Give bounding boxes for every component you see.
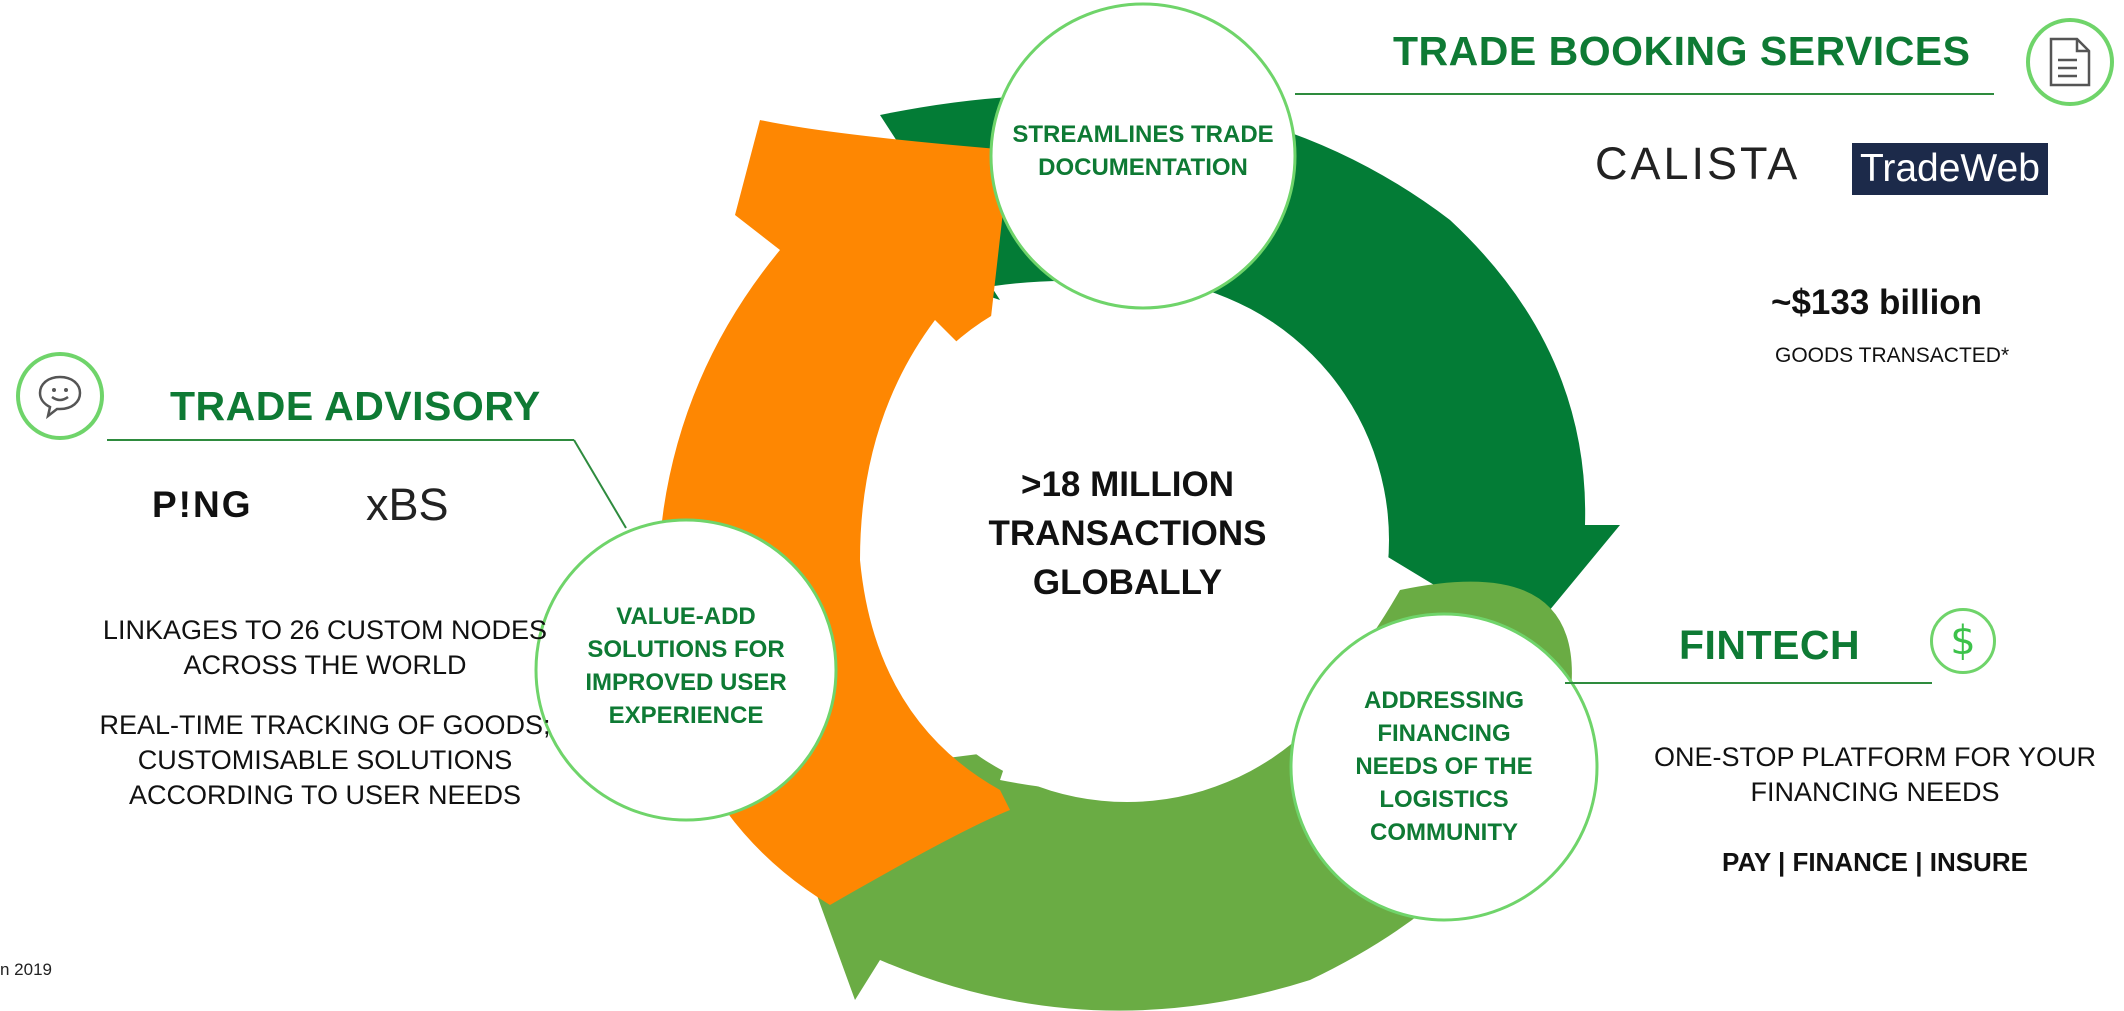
node-top-line-1: STREAMLINES TRADE bbox=[1012, 121, 1274, 148]
advisory-text-tracking: REAL-TIME TRACKING OF GOODS; CUSTOMISABL… bbox=[95, 708, 555, 813]
connector-left-d bbox=[573, 439, 627, 529]
trade-advisory-title: TRADE ADVISORY bbox=[170, 383, 541, 429]
center-stat: >18 MILLION TRANSACTIONS GLOBALLY bbox=[940, 460, 1315, 607]
node-right-line-4: LOGISTICS bbox=[1379, 786, 1509, 813]
node-left-line-4: EXPERIENCE bbox=[608, 702, 764, 729]
advisory-text-nodes-line-2: ACROSS THE WORLD bbox=[183, 650, 467, 680]
advisory-text-tracking-line-2: CUSTOMISABLE SOLUTIONS bbox=[137, 745, 513, 775]
advisory-text-tracking-line-1: REAL-TIME TRACKING OF GOODS; bbox=[99, 710, 551, 740]
xbs-logo: xBS bbox=[366, 479, 449, 530]
ping-logo: P!NG bbox=[152, 484, 253, 525]
calista-logo: CALISTA bbox=[1595, 138, 1801, 189]
node-circle-left bbox=[534, 518, 838, 822]
fintech-text: ONE-STOP PLATFORM FOR YOUR FINANCING NEE… bbox=[1640, 740, 2110, 810]
fintech-title: FINTECH bbox=[1679, 622, 1861, 668]
advisory-text-nodes: LINKAGES TO 26 CUSTOM NODES ACROSS THE W… bbox=[95, 613, 555, 683]
node-left-line-3: IMPROVED USER bbox=[585, 669, 787, 696]
fintech-text-line-2: FINANCING NEEDS bbox=[1750, 777, 2000, 807]
dollar-icon: $ bbox=[1930, 608, 1996, 674]
center-disc bbox=[865, 278, 1389, 802]
chat-bubble-icon bbox=[16, 352, 104, 440]
node-right-line-1: ADDRESSING bbox=[1363, 687, 1525, 714]
fintech-tagline: PAY | FINANCE | INSURE bbox=[1722, 847, 2028, 877]
node-circle-top bbox=[989, 2, 1297, 310]
trade-booking-title: TRADE BOOKING SERVICES bbox=[1393, 28, 1971, 74]
goods-transacted-value: ~$133 billion bbox=[1771, 283, 1983, 322]
footnote: n 2019 bbox=[0, 960, 52, 979]
node-circle-right bbox=[1289, 612, 1599, 922]
node-right-line-2: FINANCING bbox=[1377, 720, 1511, 747]
advisory-text-tracking-line-3: ACCORDING TO USER NEEDS bbox=[128, 780, 522, 810]
center-line-3: GLOBALLY bbox=[1032, 563, 1223, 602]
node-left-line-2: SOLUTIONS FOR bbox=[587, 636, 785, 663]
node-label-left: VALUE-ADD SOLUTIONS FOR IMPROVED USER EX… bbox=[556, 600, 816, 732]
fintech-text-line-1: ONE-STOP PLATFORM FOR YOUR bbox=[1653, 742, 2097, 772]
node-label-right: ADDRESSING FINANCING NEEDS OF THE LOGIST… bbox=[1314, 684, 1574, 849]
document-icon bbox=[2026, 18, 2114, 106]
node-right-line-3: NEEDS OF THE bbox=[1355, 753, 1533, 780]
node-left-line-1: VALUE-ADD bbox=[616, 603, 756, 630]
center-line-1: >18 MILLION bbox=[1021, 465, 1234, 504]
node-right-line-5: COMMUNITY bbox=[1370, 819, 1518, 846]
goods-transacted-label: GOODS TRANSACTED* bbox=[1775, 344, 2010, 367]
tradeweb-logo: TradeWeb bbox=[1852, 143, 2048, 195]
node-label-top: STREAMLINES TRADE DOCUMENTATION bbox=[1000, 118, 1286, 184]
node-top-line-2: DOCUMENTATION bbox=[1038, 154, 1248, 181]
center-line-2: TRANSACTIONS bbox=[988, 514, 1267, 553]
advisory-text-nodes-line-1: LINKAGES TO 26 CUSTOM NODES bbox=[102, 615, 548, 645]
